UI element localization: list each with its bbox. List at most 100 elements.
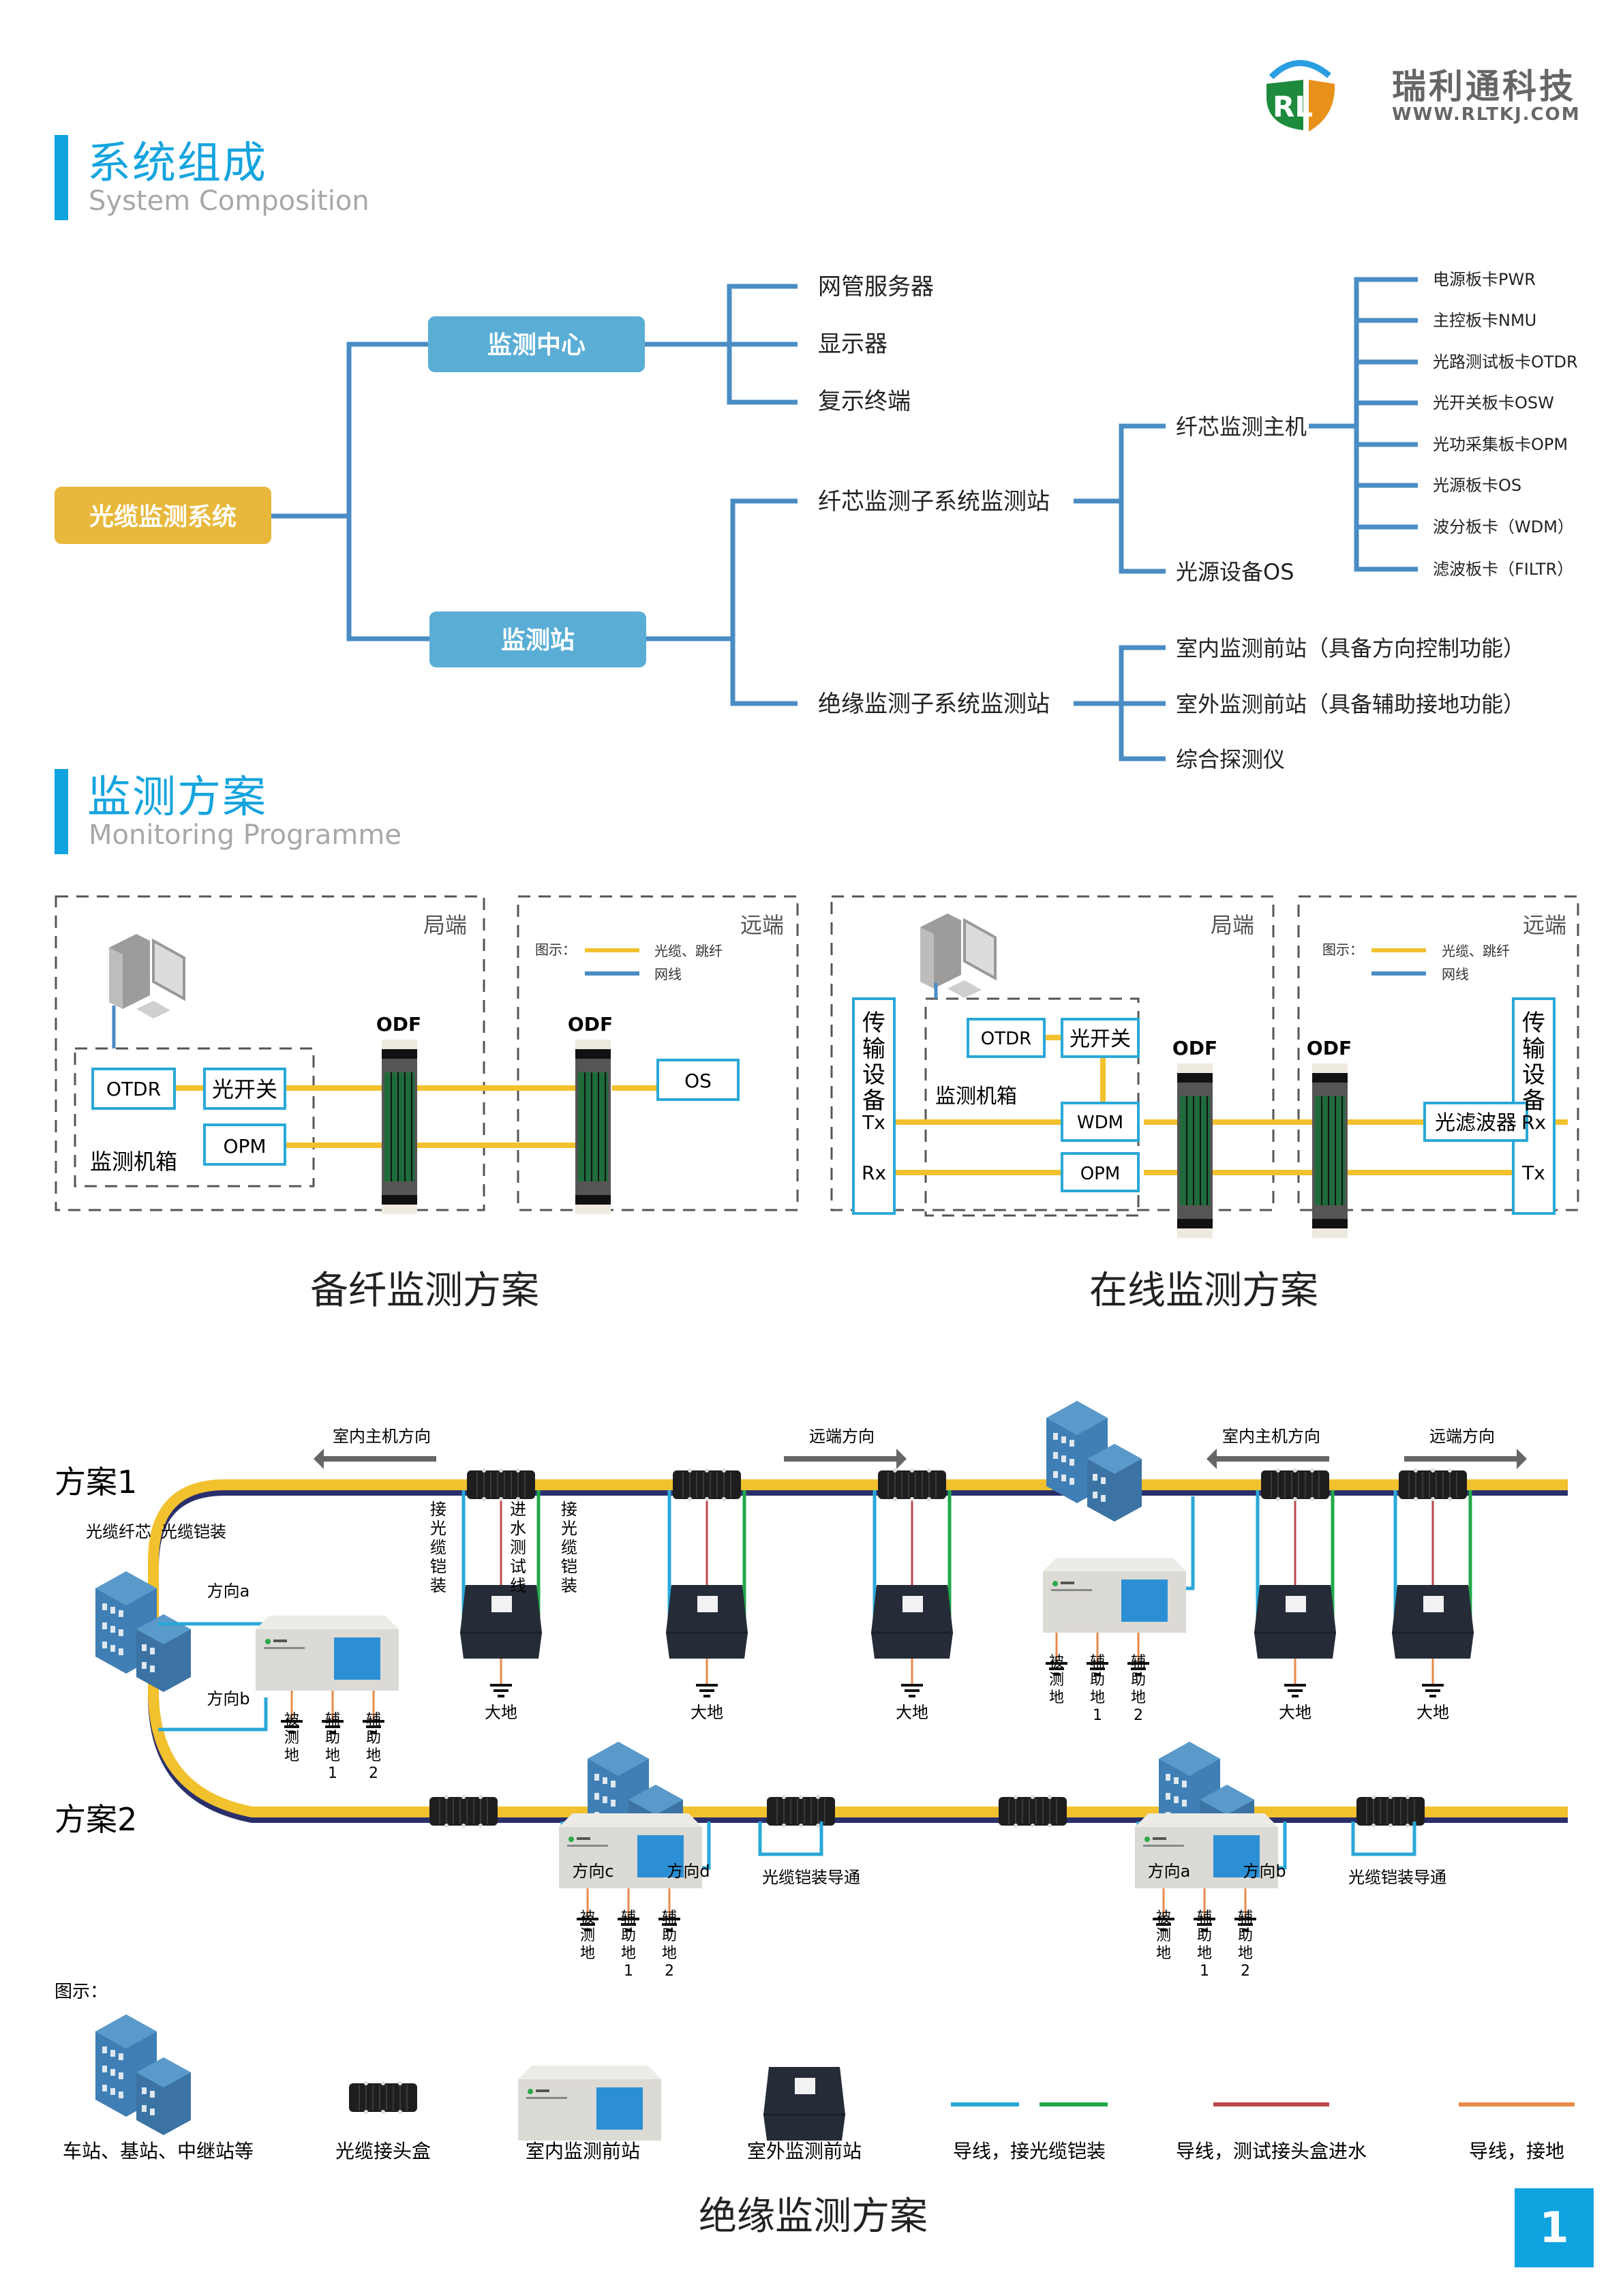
connect-armor-label: 光	[430, 1519, 446, 1538]
transport-char: 输	[1522, 1036, 1545, 1063]
ground-label: 辅	[1238, 1909, 1253, 1927]
arrow-indoor-label: 室内主机方向	[333, 1427, 431, 1446]
ground-label: 辅	[1131, 1654, 1146, 1671]
chassis-label: 监测机箱	[90, 1149, 177, 1175]
outdoor-station-icon	[762, 2066, 847, 2142]
connect-armor-label: 装	[430, 1576, 446, 1595]
transport-char: 备	[1522, 1087, 1545, 1115]
local-end-label: 局端	[1211, 912, 1254, 938]
ground-label: 1	[1200, 1963, 1209, 1980]
splice-closure-icon	[1398, 1468, 1468, 1502]
ground-label: 地	[1090, 1689, 1105, 1706]
section-subtitle: System Composition	[89, 185, 369, 217]
ground-label: 测	[284, 1729, 299, 1747]
ground-label: 地	[1197, 1945, 1212, 1962]
tree-item: 显示器	[818, 331, 888, 358]
transport-char: 设	[862, 1061, 885, 1089]
transport-char: 备	[862, 1087, 885, 1115]
connect-armor-label: 装	[561, 1576, 577, 1595]
brand-url: WWW.RLTKJ.COM	[1392, 104, 1581, 125]
tree-card: 光功采集板卡OPM	[1433, 435, 1568, 454]
legend-label: 导线，接地	[1469, 2140, 1564, 2162]
odf-label: ODF	[1172, 1037, 1217, 1059]
ground-label: 被	[284, 1712, 299, 1729]
computer-icon	[108, 933, 185, 1020]
legend-fiber-label: 光缆、跳纤	[654, 943, 723, 959]
ground-label: 1	[328, 1765, 337, 1782]
switch-label: 光开关	[1070, 1027, 1131, 1051]
transport-char: 传	[862, 1010, 885, 1037]
odf-label: ODF	[1307, 1037, 1352, 1059]
splice-closure-icon	[429, 1794, 498, 1828]
tree-item-host: 纤芯监测主机	[1176, 414, 1307, 440]
brand-name: 瑞利通科技	[1392, 67, 1576, 106]
legend-net-label: 网线	[1442, 966, 1469, 982]
local-end-label: 局端	[423, 912, 467, 938]
wdm-label: WDM	[1077, 1113, 1123, 1133]
os-label: OS	[684, 1070, 712, 1092]
tree-item: 室外监测前站（具备辅助接地功能）	[1176, 691, 1525, 717]
ground-label: 助	[662, 1927, 677, 1944]
splice-closure-icon	[998, 1794, 1067, 1828]
odf-rack-icon	[381, 1039, 418, 1215]
armor-conduct-label: 光缆铠装导通	[762, 1868, 860, 1887]
ground-label: 助	[366, 1729, 381, 1747]
ground-label: 地	[621, 1945, 636, 1962]
ground-icon	[695, 1684, 719, 1697]
tree-card: 主控板卡NMU	[1433, 311, 1536, 330]
tree-item-fiber-sub: 纤芯监测子系统监测站	[818, 488, 1050, 515]
direction-a-label: 方向a	[1148, 1862, 1191, 1881]
logo-mark-icon: RL	[1266, 60, 1335, 132]
tree-node-center-label: 监测中心	[487, 331, 586, 359]
earth-label: 大地	[896, 1703, 928, 1722]
connect-armor-label: 接	[430, 1500, 446, 1519]
legend-net-label: 网线	[654, 966, 682, 982]
backup-scheme-caption: 备纤监测方案	[310, 1269, 539, 1313]
opm-box	[1061, 1152, 1140, 1192]
ground-label: 地	[662, 1945, 677, 1962]
ground-label: 地	[580, 1945, 595, 1962]
outdoor-station-icon	[459, 1584, 543, 1660]
rx-label: Rx	[1521, 1111, 1546, 1134]
ground-label: 辅	[621, 1909, 636, 1927]
splice-closure-icon	[766, 1794, 836, 1828]
brand-logo: RL 瑞利通科技 WWW.RLTKJ.COM	[1261, 51, 1588, 140]
ground-label: 地	[366, 1747, 381, 1764]
section-accent-bar	[55, 769, 68, 854]
outdoor-station-icon	[1253, 1584, 1337, 1660]
tree-card: 电源板卡PWR	[1433, 270, 1536, 289]
tree-node-station	[429, 611, 646, 667]
station-building-icon	[1046, 1401, 1142, 1522]
transport-char: 输	[862, 1036, 885, 1063]
ground-label: 被	[1156, 1909, 1171, 1927]
page-number: 1	[1515, 2188, 1594, 2267]
direction-a-label: 方向a	[207, 1582, 250, 1601]
ground-label: 2	[1134, 1707, 1143, 1724]
wdm-box	[1061, 1102, 1140, 1142]
switch-label: 光开关	[212, 1076, 277, 1102]
direction-b-label: 方向b	[1243, 1862, 1286, 1881]
ground-label: 1	[1093, 1707, 1102, 1724]
section-title: 系统组成	[87, 138, 267, 189]
arrow-right-icon	[1517, 1449, 1527, 1469]
ground-icon	[1283, 1684, 1307, 1697]
outdoor-station-icon	[665, 1584, 749, 1660]
otdr-label: OTDR	[981, 1029, 1031, 1049]
section-subtitle: Monitoring Programme	[89, 819, 401, 851]
tree-card: 波分板卡（WDM）	[1433, 517, 1574, 537]
insulation-scheme-caption: 绝缘监测方案	[699, 2194, 928, 2239]
optical-filter-box	[1423, 1102, 1528, 1142]
section-accent-bar	[55, 135, 68, 220]
ground-label: 助	[1131, 1672, 1146, 1689]
legend-title: 图示：	[1322, 941, 1363, 958]
building-icon	[95, 2014, 191, 2135]
ground-label: 2	[369, 1765, 378, 1782]
filter-label: 光滤波器	[1435, 1111, 1517, 1135]
ground-label: 助	[1090, 1672, 1105, 1689]
ground-label: 测	[580, 1927, 595, 1944]
splice-closure-icon	[348, 2081, 418, 2115]
connect-armor-label: 铠	[430, 1557, 446, 1576]
legend-label: 光缆接头盒	[335, 2140, 431, 2162]
tree-item-light-source: 光源设备OS	[1176, 559, 1294, 585]
transport-char: 传	[1522, 1010, 1545, 1037]
